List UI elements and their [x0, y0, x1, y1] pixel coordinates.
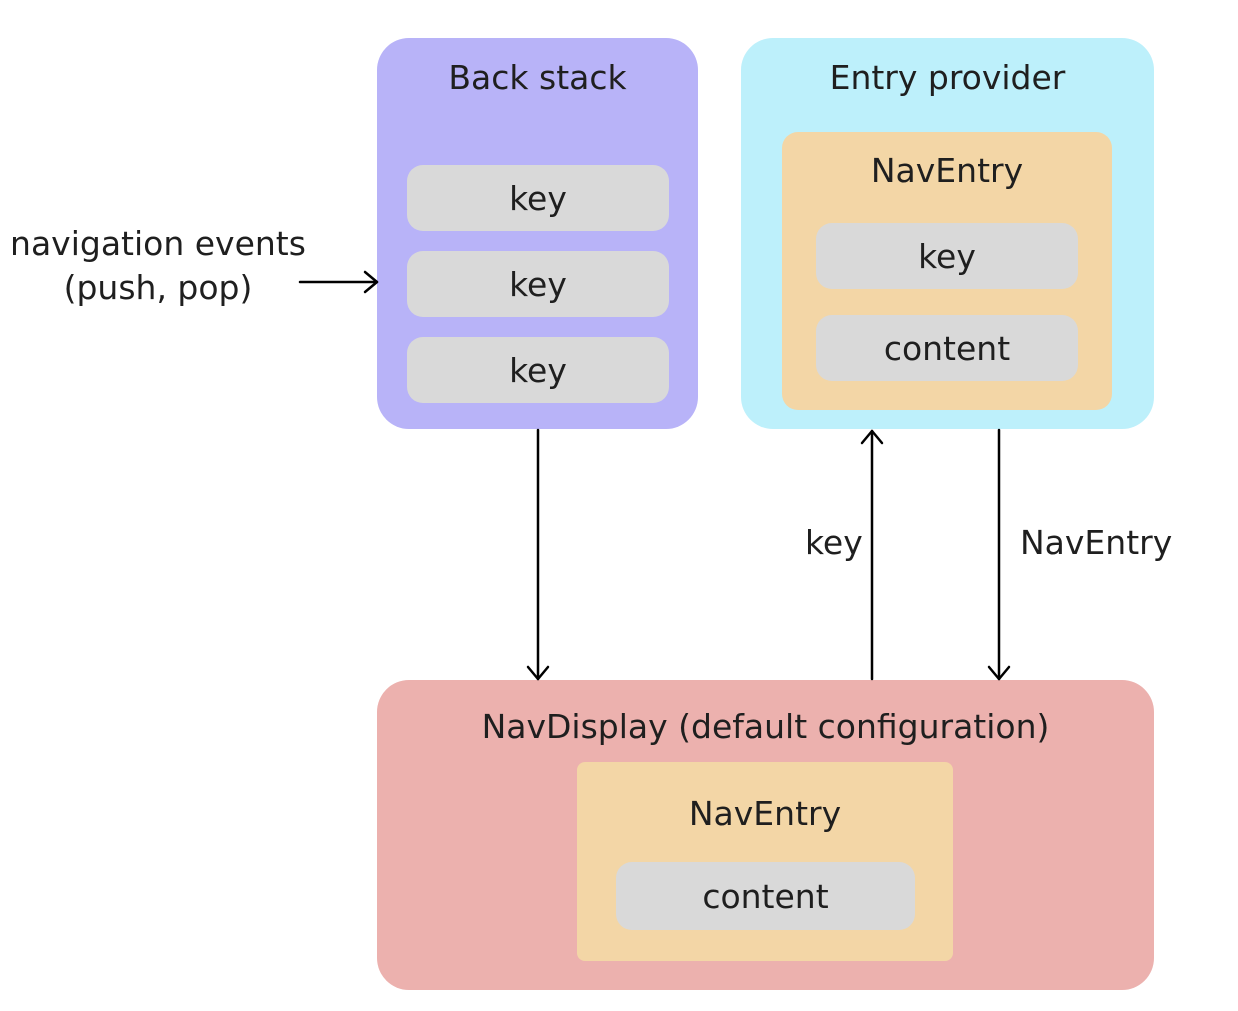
arrow-label-naventry: NavEntry [1020, 523, 1173, 562]
arrow-label-key: key [805, 523, 863, 562]
arrow-back-stack-to-nav-display [526, 428, 550, 681]
navigation-events-label: navigation events (push, pop) [8, 222, 308, 310]
entry-provider-content: content [816, 315, 1078, 381]
navigation-events-line1: navigation events [10, 224, 306, 263]
entry-provider-naventry-title: NavEntry [870, 151, 1024, 190]
back-stack-key-1: key [407, 165, 669, 231]
arrow-entry-provider-to-nav-display [987, 428, 1011, 681]
entry-provider-title: Entry provider [829, 58, 1066, 97]
back-stack-key-3: key [407, 337, 669, 403]
entry-provider-key: key [816, 223, 1078, 289]
navigation-events-line2: (push, pop) [63, 268, 253, 307]
back-stack-key-2: key [407, 251, 669, 317]
arrow-nav-display-to-entry-provider [860, 429, 884, 681]
nav-display-content: content [616, 862, 915, 930]
back-stack-title: Back stack [448, 58, 627, 97]
nav-display-title: NavDisplay (default configuration) [481, 707, 1050, 746]
arrow-input-to-back-stack [298, 270, 379, 294]
nav-display-naventry-title: NavEntry [688, 794, 842, 833]
